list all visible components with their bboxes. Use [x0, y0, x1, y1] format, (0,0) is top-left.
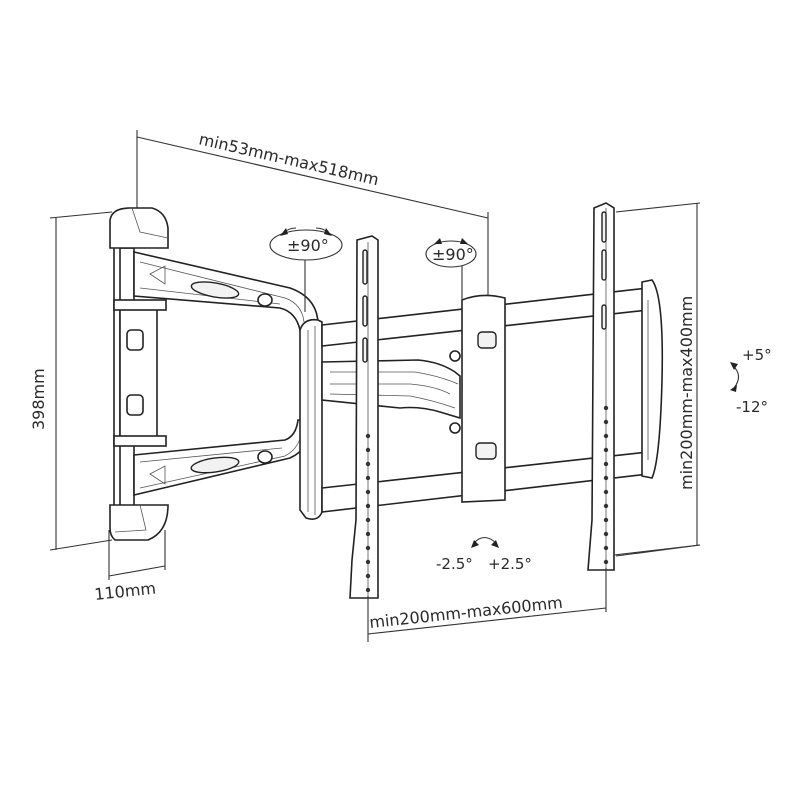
horizontal-vesa-dimension: min200mm-max600mm — [367, 568, 607, 642]
swivel-pivot — [299, 318, 323, 520]
swivel-annotation-1: ±90° — [269, 227, 343, 312]
inner-arm — [321, 350, 461, 434]
left-vertical-bracket — [349, 235, 379, 599]
lower-arm — [133, 419, 313, 497]
level-minus-label: -2.5° — [436, 555, 473, 573]
level-plus-label: +2.5° — [488, 555, 532, 573]
mounting-slot — [126, 394, 144, 416]
wall-plate — [109, 207, 169, 541]
tilt-up-label: +5° — [742, 346, 772, 364]
swivel-1-label: ±90° — [287, 236, 329, 255]
extension-label: min53mm-max518mm — [197, 129, 381, 189]
center-slider-plate — [461, 294, 506, 503]
tilt-annotation: +5° -12° — [730, 346, 772, 416]
horizontal-vesa-label: min200mm-max600mm — [368, 593, 563, 632]
right-end-cap — [641, 279, 664, 479]
swivel-annotation-2: ±90° — [425, 238, 477, 302]
wall-plate-height-dimension: 398mm — [29, 211, 113, 551]
wall-plate-height-label: 398mm — [29, 368, 48, 430]
wall-plate-depth-label: 110mm — [93, 579, 156, 604]
right-vertical-bracket — [587, 202, 615, 571]
bolt — [475, 442, 497, 460]
tilt-down-label: -12° — [736, 398, 768, 416]
swivel-2-label: ±90° — [432, 245, 474, 264]
bolt — [477, 331, 497, 349]
vertical-vesa-label: min200mm-max400mm — [677, 296, 696, 490]
level-annotation: -2.5° +2.5° — [436, 536, 532, 573]
mounting-slot — [126, 329, 144, 351]
upper-arm — [133, 250, 319, 331]
